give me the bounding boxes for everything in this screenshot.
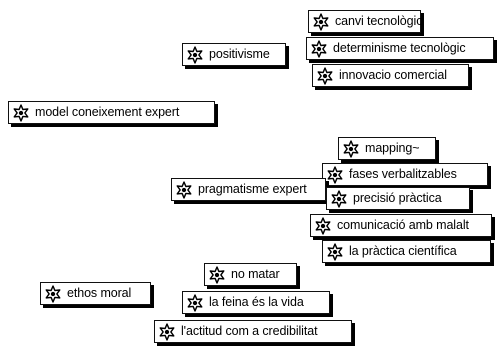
code-node-model-coneixement-expert[interactable]: model coneixement expert xyxy=(8,101,215,124)
code-star-icon xyxy=(316,66,334,85)
code-node-no-matar[interactable]: no matar xyxy=(204,263,297,286)
code-node-fases-verbalitzables[interactable]: fases verbalitzables xyxy=(322,163,488,186)
code-node-la-practica-cientifica[interactable]: la pràctica científica xyxy=(322,240,491,263)
node-label: fases verbalitzables xyxy=(349,167,457,182)
code-node-determinisme-tecnologic[interactable]: determinisme tecnològic xyxy=(306,37,494,60)
code-star-icon xyxy=(158,322,176,341)
code-star-icon xyxy=(330,189,348,208)
code-node-positivisme[interactable]: positivisme xyxy=(182,43,286,66)
code-star-icon xyxy=(310,39,328,58)
node-label: ethos moral xyxy=(67,286,132,301)
node-label: pragmatisme expert xyxy=(198,182,307,197)
code-star-icon xyxy=(208,265,226,284)
node-label: model coneixement expert xyxy=(35,105,180,120)
node-label: no matar xyxy=(231,267,280,282)
node-label: canvi tecnològic xyxy=(335,14,423,29)
code-node-precisio-practica[interactable]: precisió pràctica xyxy=(326,187,470,210)
code-node-la-feina-es-la-vida[interactable]: la feina és la vida xyxy=(182,291,330,314)
code-node-lactitud-com-a-credibilitat[interactable]: l'actitud com a credibilitat xyxy=(154,320,352,343)
node-label: la pràctica científica xyxy=(349,244,457,259)
node-label: l'actitud com a credibilitat xyxy=(181,324,318,339)
code-node-canvi-tecnologic[interactable]: canvi tecnològic xyxy=(308,10,423,33)
node-label: mapping~ xyxy=(365,141,420,156)
code-node-mapping[interactable]: mapping~ xyxy=(338,137,436,160)
code-star-icon xyxy=(12,103,30,122)
code-star-icon xyxy=(342,139,360,158)
node-label: precisió pràctica xyxy=(353,191,442,206)
node-label: comunicació amb malalt xyxy=(337,218,469,233)
code-node-comunicacio-amb-malalt[interactable]: comunicació amb malalt xyxy=(310,214,492,237)
code-star-icon xyxy=(326,165,344,184)
node-label: innovacio comercial xyxy=(339,68,447,83)
code-star-icon xyxy=(186,45,204,64)
code-node-innovacio-comercial[interactable]: innovacio comercial xyxy=(312,64,469,87)
code-node-pragmatisme-expert[interactable]: pragmatisme expert xyxy=(171,178,326,201)
code-node-ethos-moral[interactable]: ethos moral xyxy=(40,282,151,305)
node-label: positivisme xyxy=(209,47,270,62)
node-label: determinisme tecnològic xyxy=(333,41,466,56)
code-star-icon xyxy=(175,180,193,199)
code-star-icon xyxy=(314,216,332,235)
code-star-icon xyxy=(44,284,62,303)
code-star-icon xyxy=(312,12,330,31)
node-label: la feina és la vida xyxy=(209,295,304,310)
code-star-icon xyxy=(326,242,344,261)
code-star-icon xyxy=(186,293,204,312)
